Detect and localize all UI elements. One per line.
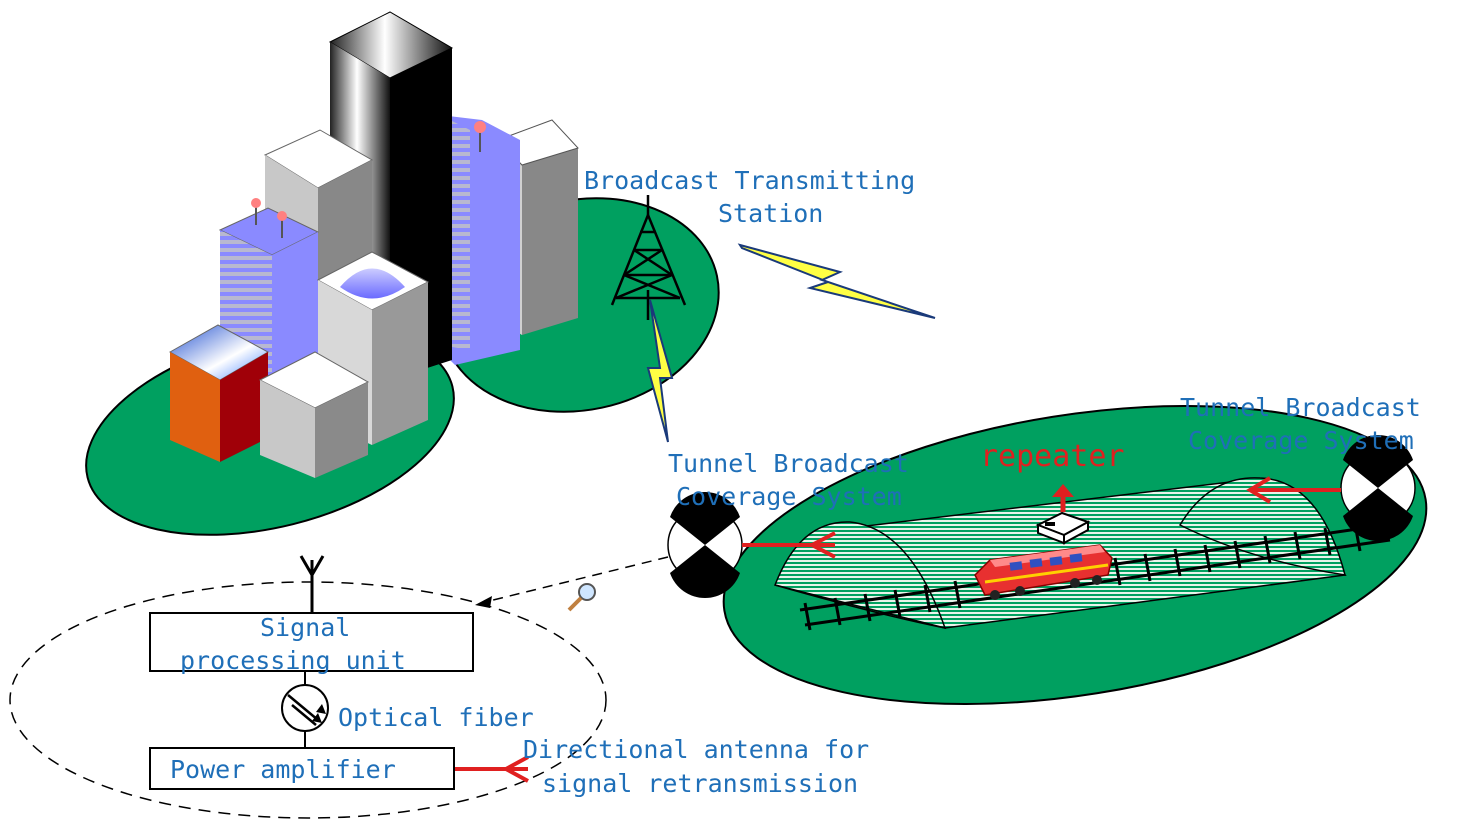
power-amplifier-box — [149, 747, 455, 790]
tunnel-right-label-line1: Tunnel Broadcast — [1180, 393, 1421, 422]
signal-processing-label-line1: Signal — [260, 613, 350, 642]
city-area — [85, 11, 720, 536]
signal-link — [475, 556, 669, 608]
directional-antenna-label-line1: Directional antenna for — [523, 735, 869, 764]
broadcast-station-label-line1: Broadcast Transmitting — [584, 166, 915, 195]
building-icon — [258, 351, 370, 478]
antenna-icon — [299, 555, 325, 613]
lightning-icon — [737, 243, 936, 319]
signal-processing-label-line2: processing unit — [180, 646, 406, 675]
tunnel-right-label-line2: Coverage System — [1188, 426, 1414, 455]
building-icon — [218, 198, 320, 380]
device-dashed-ellipse — [9, 581, 607, 819]
train-icon — [974, 544, 1113, 600]
repeater-label: repeater — [980, 439, 1125, 474]
optical-fiber-icon — [281, 684, 329, 732]
broadcast-station-label-line2: Station — [718, 199, 823, 228]
tower-icon — [610, 195, 687, 320]
tunnel-left-label-line2: Coverage System — [676, 482, 902, 511]
lightning-icon — [646, 299, 674, 443]
power-amplifier-label: Power amplifier — [170, 755, 396, 784]
directional-antenna-label-line2: signal retransmission — [542, 769, 858, 798]
magnifier-icon — [567, 583, 596, 612]
tunnel-left-label-line1: Tunnel Broadcast — [668, 449, 909, 478]
directional-antenna-icon — [667, 492, 836, 598]
optical-fiber-label: Optical fiber — [338, 703, 534, 732]
directional-antenna-icon — [1246, 435, 1416, 541]
repeater-icon — [1035, 484, 1091, 545]
device-block — [9, 555, 607, 819]
tunnel-area — [722, 404, 1428, 706]
building-icon — [168, 324, 270, 462]
signal-processing-box — [149, 612, 474, 672]
